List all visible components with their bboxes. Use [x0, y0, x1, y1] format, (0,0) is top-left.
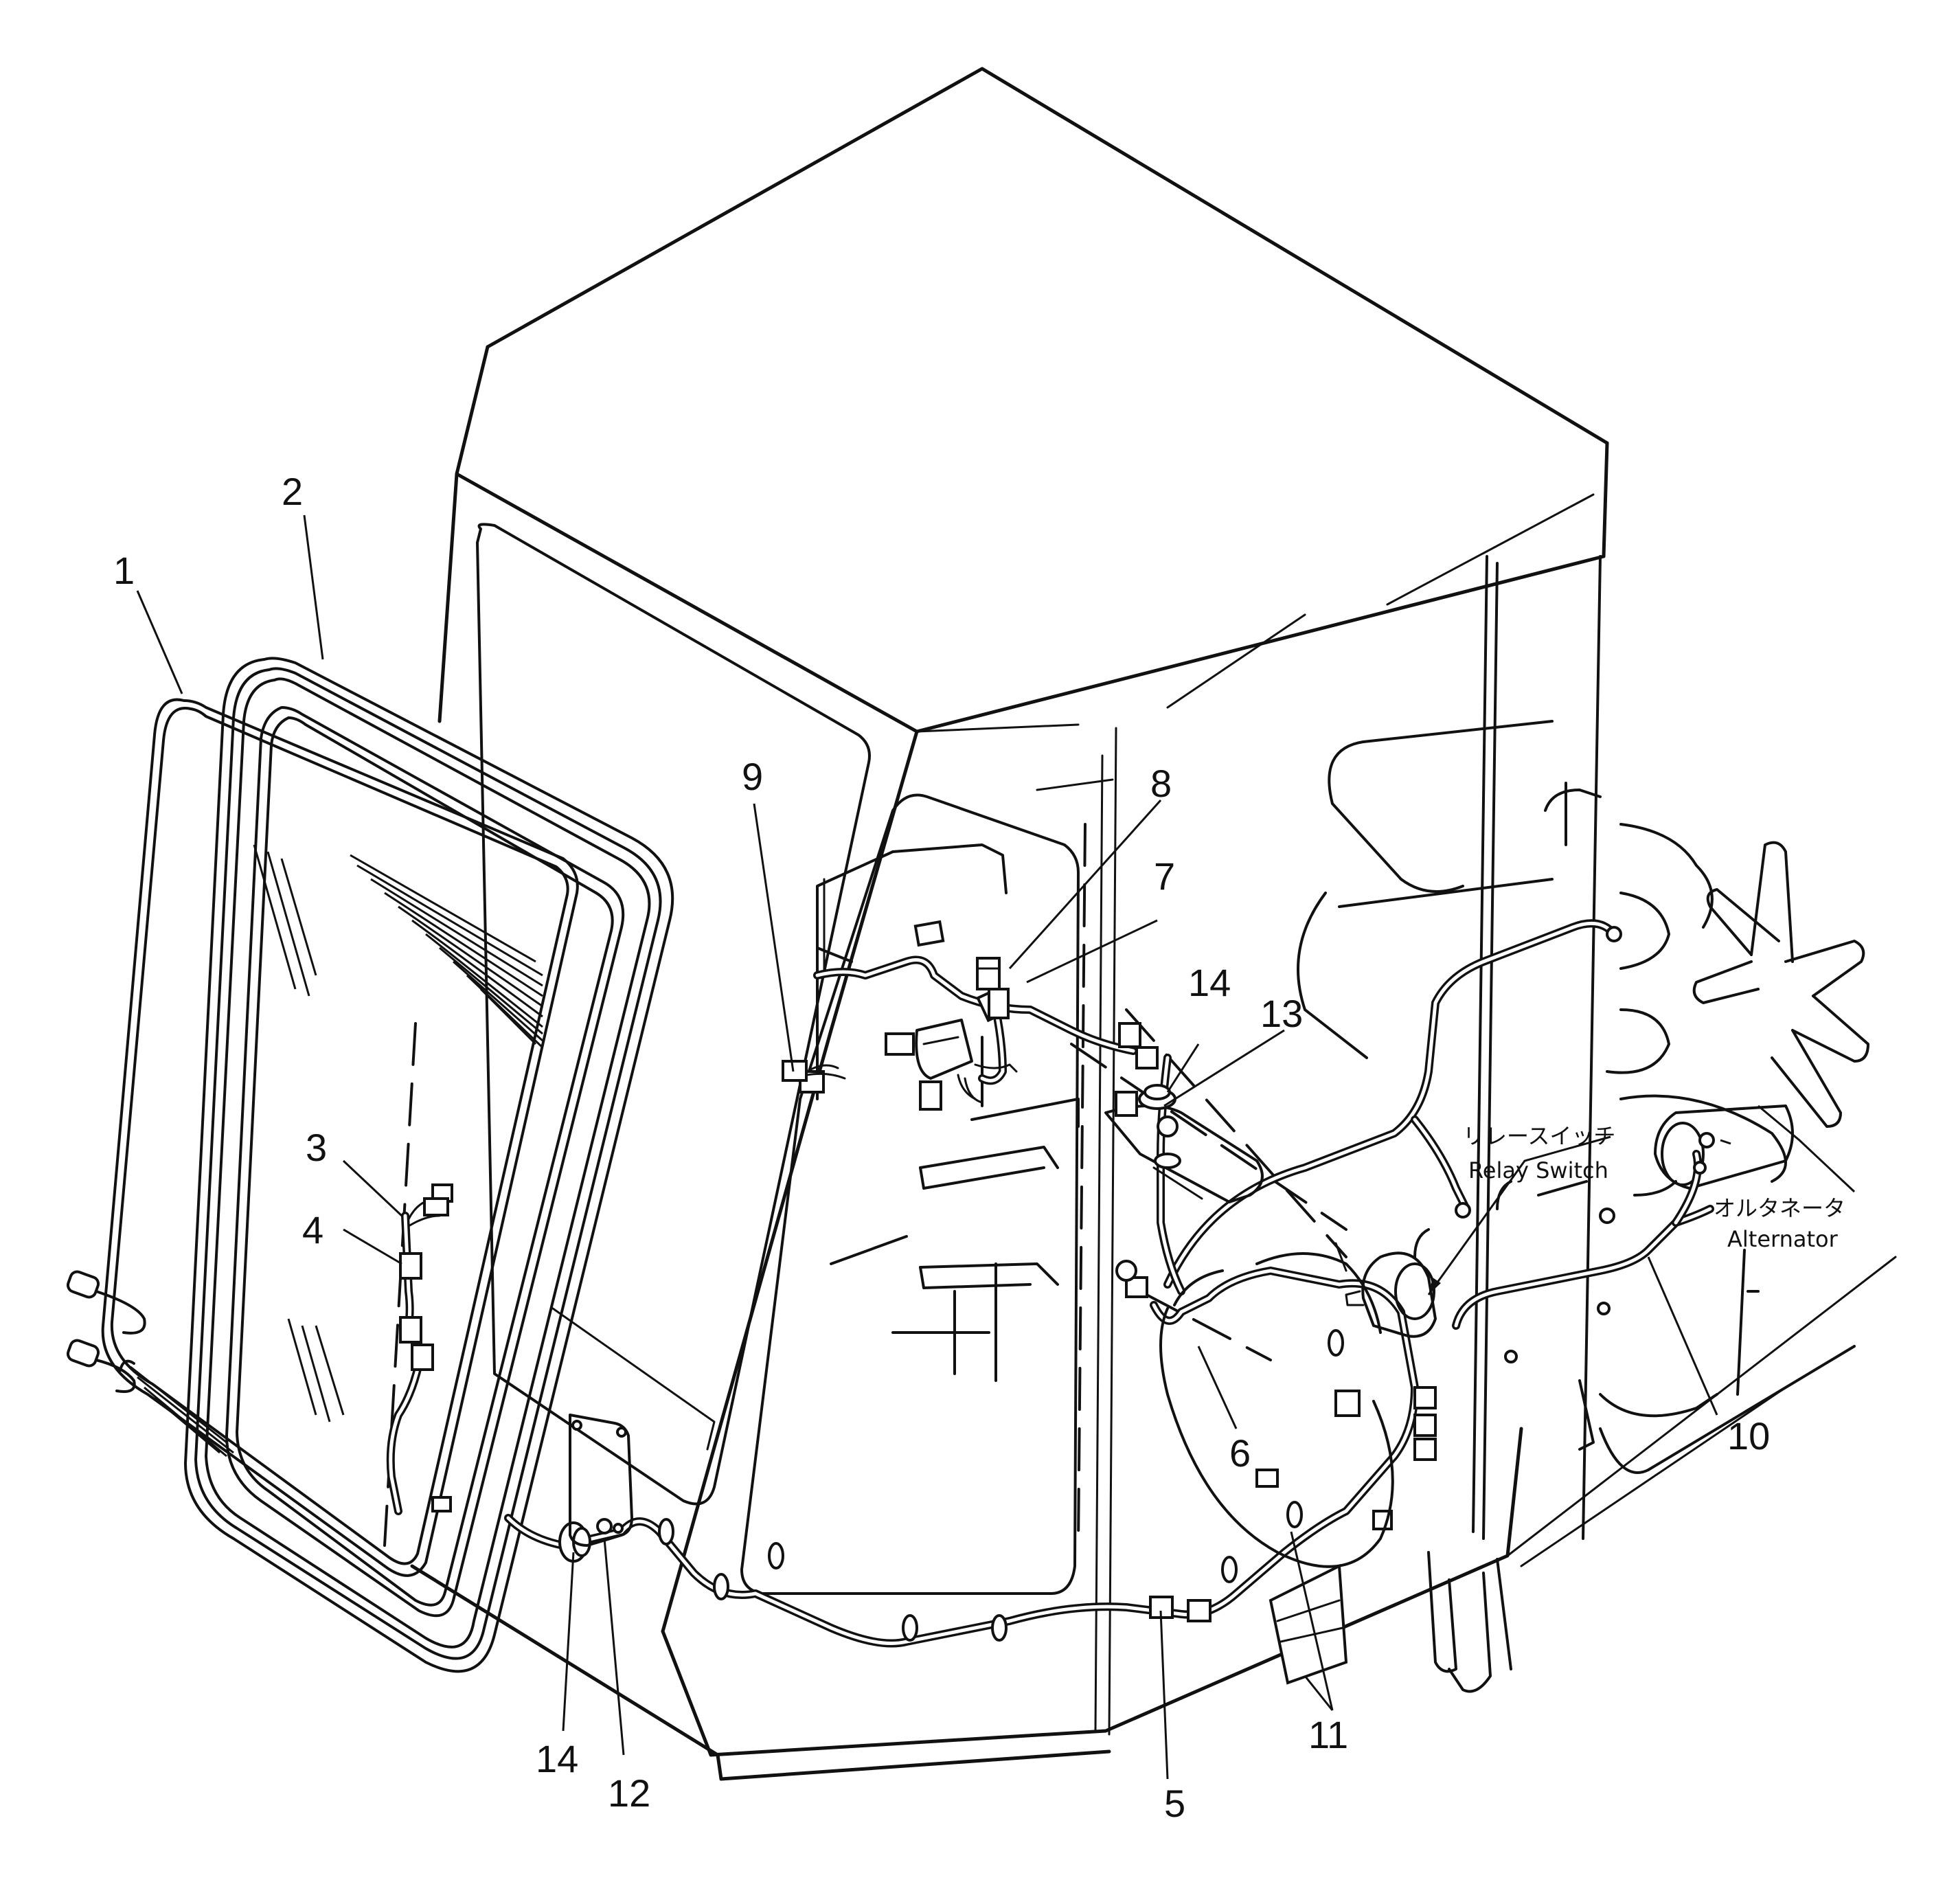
harness-clamps [658, 1153, 1344, 1642]
glass-hatching [130, 844, 544, 1458]
callout-numbers: 1 2 3 4 5 6 7 8 9 10 11 12 13 14 14 [113, 470, 1770, 1825]
connector-9 [782, 1060, 846, 1082]
callout-13: 13 [1260, 992, 1303, 1035]
rear-harness [1163, 919, 1714, 1330]
callout-11: 11 [1308, 1713, 1348, 1756]
callout-2: 2 [282, 470, 303, 513]
relay-switch-label-en: Relay Switch [1468, 1157, 1608, 1183]
relay-8 [976, 957, 1001, 990]
callout-7: 7 [1154, 854, 1175, 898]
callout-6: 6 [1229, 1431, 1251, 1475]
callout-4: 4 [302, 1208, 323, 1251]
callout-14-upper: 14 [1188, 961, 1231, 1004]
window-frame-part-2 [184, 657, 674, 1673]
cab-outline [410, 67, 1897, 1781]
cover-plate-12 [569, 1414, 633, 1547]
alternator [1633, 1104, 1794, 1197]
callout-5: 5 [1164, 1782, 1185, 1825]
callout-14-lower: 14 [536, 1737, 578, 1780]
alternator-label-en: Alternator [1727, 1226, 1839, 1252]
flywheel-6 [1159, 1242, 1394, 1568]
callout-8: 8 [1150, 762, 1172, 805]
relay-box-7 [915, 1019, 1018, 1104]
connectors [399, 920, 1715, 1622]
main-harness [504, 1267, 1419, 1648]
relay-switch-label-jp: リレースイッチ [1463, 1123, 1615, 1149]
callout-10: 10 [1727, 1414, 1770, 1458]
engine-assembly [1297, 720, 1869, 1693]
part-labels: リレースイッチ Relay Switch オルタネータ Alternator [1463, 1123, 1845, 1252]
callout-1: 1 [113, 549, 135, 592]
leader-lines [136, 514, 1856, 1780]
cooling-fan [1692, 841, 1869, 1128]
plate-11 [1269, 1563, 1348, 1685]
callout-9: 9 [742, 755, 763, 798]
callout-12: 12 [608, 1771, 650, 1815]
alternator-label-jp: オルタネータ [1714, 1195, 1845, 1221]
door-pins [66, 1270, 146, 1393]
relay-switch [1345, 1251, 1437, 1338]
dashboard-console [816, 843, 1080, 1382]
callout-3: 3 [306, 1126, 327, 1169]
